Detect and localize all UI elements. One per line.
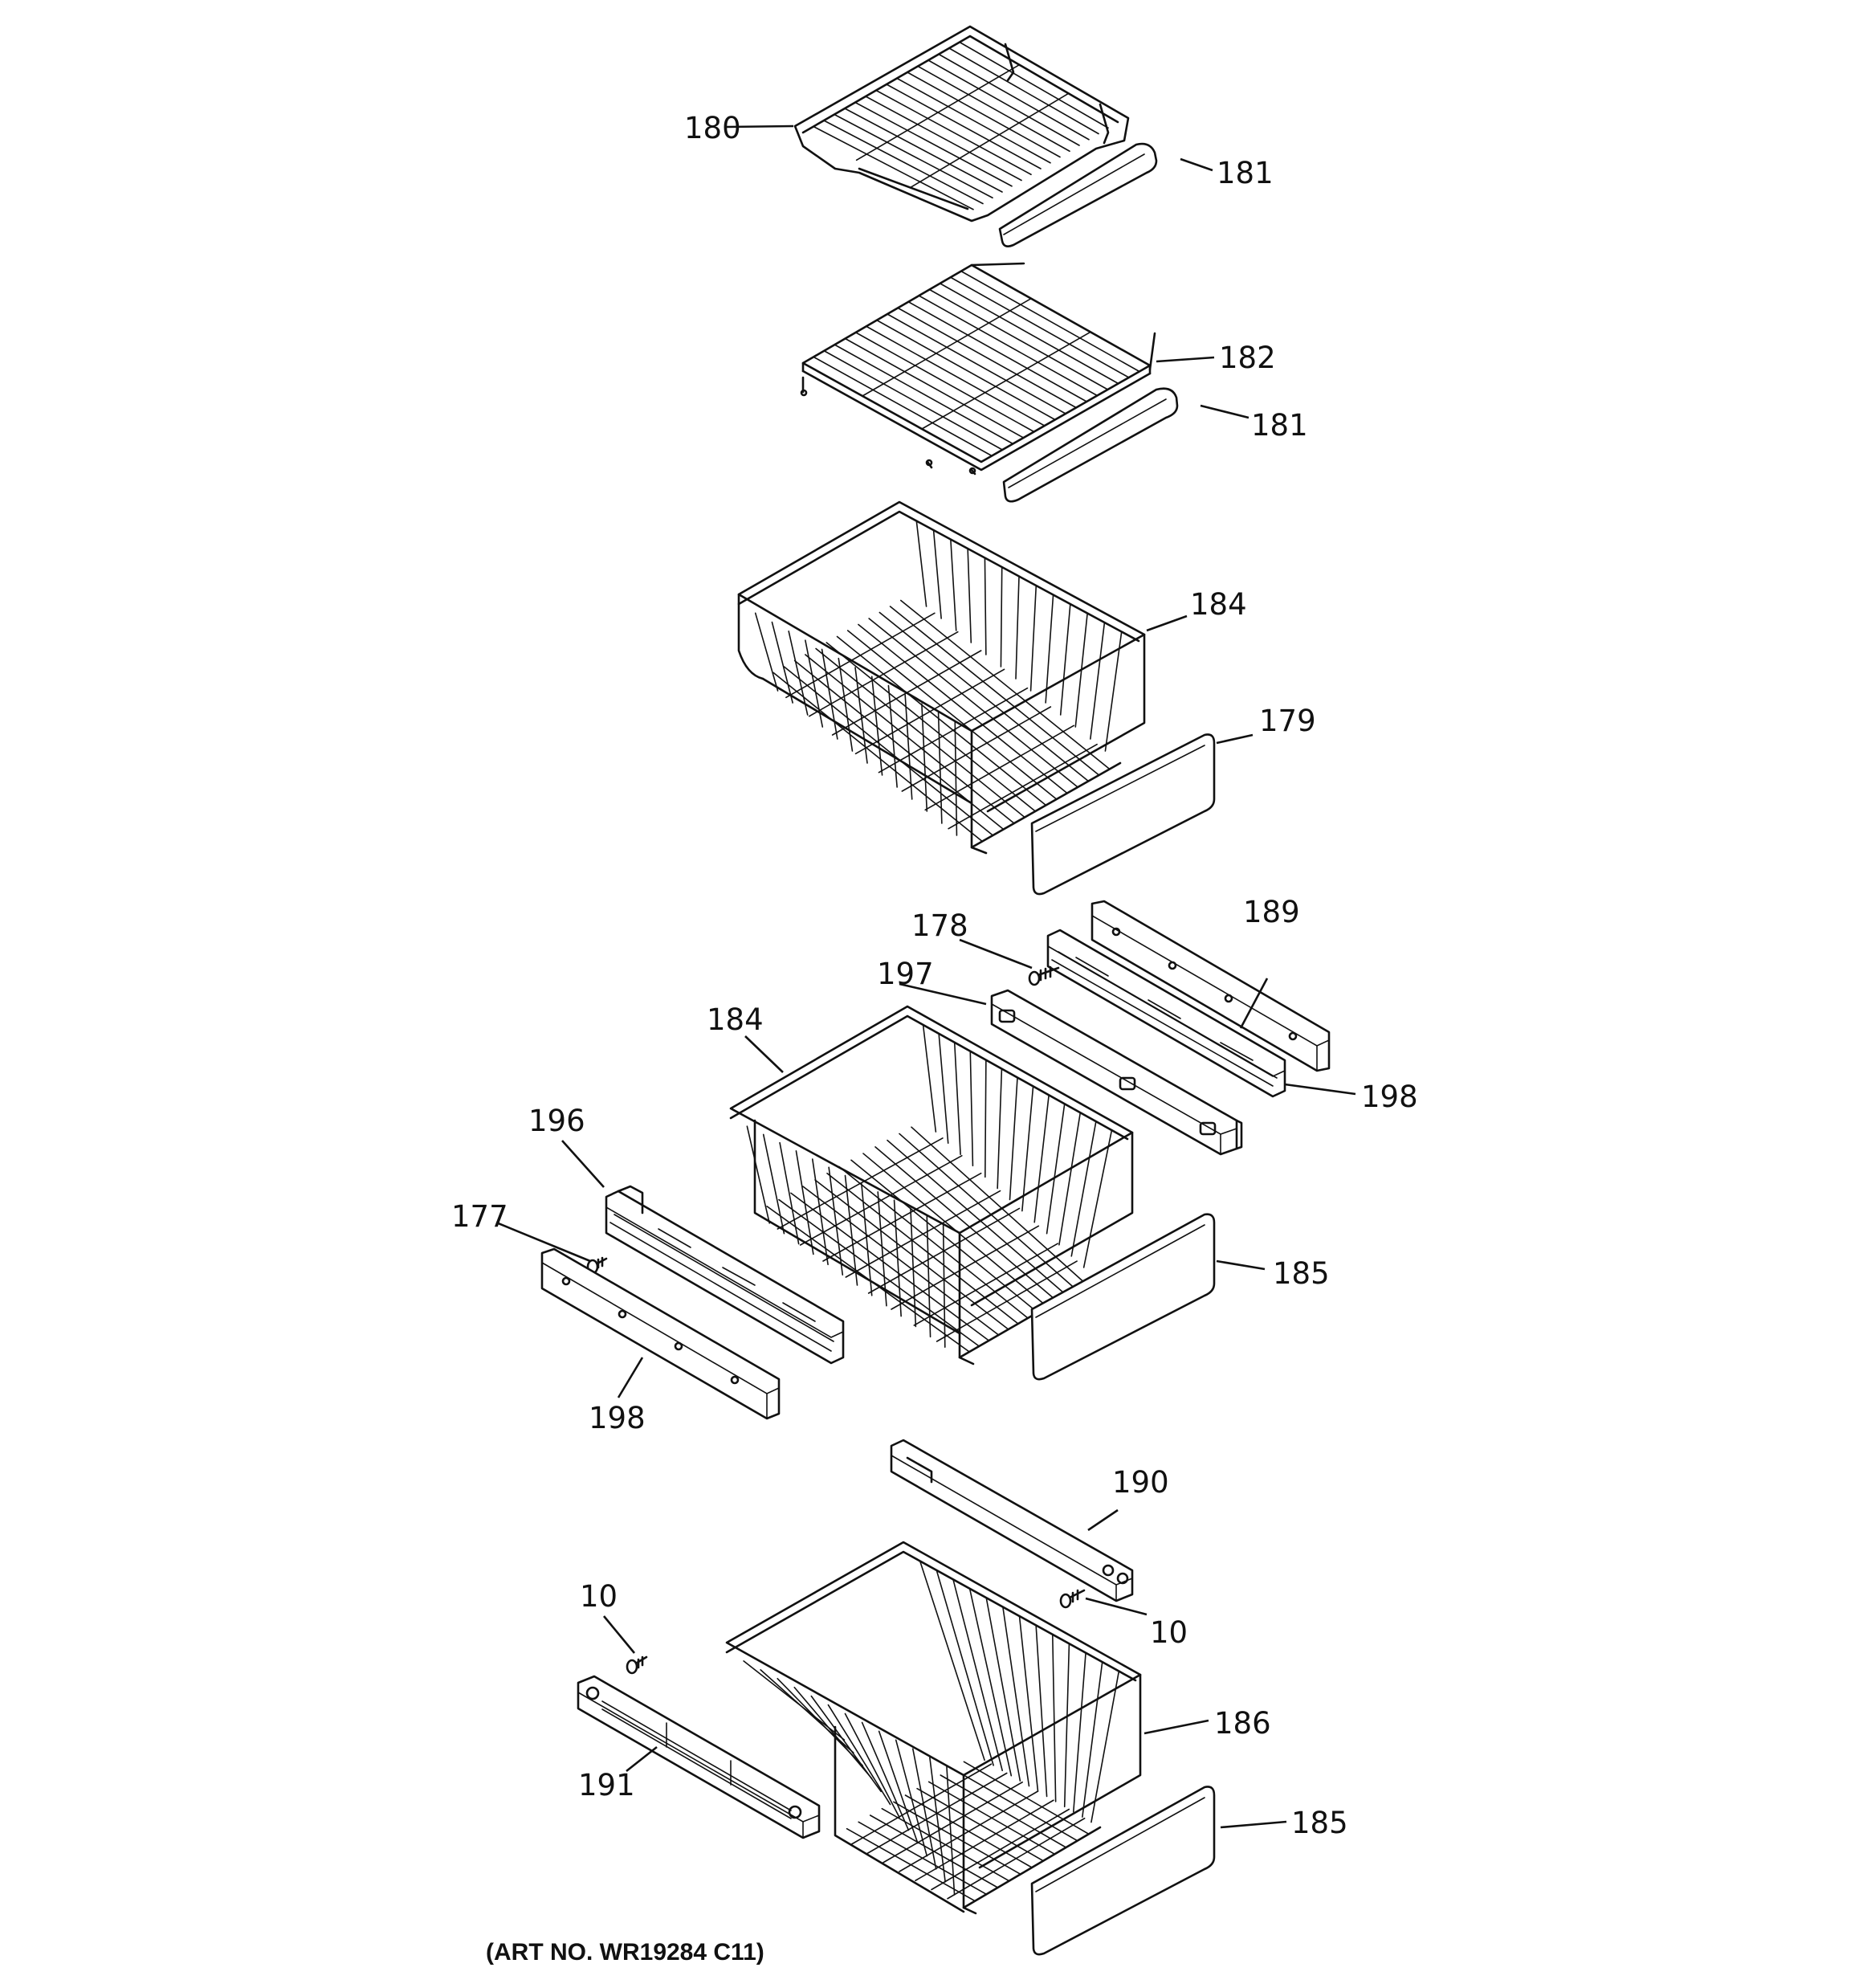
callout-185-lower: 185 bbox=[1291, 1806, 1348, 1840]
shelf-trim-181-lower bbox=[1002, 387, 1179, 503]
callout-196: 196 bbox=[528, 1104, 585, 1138]
wire-shelf-180 bbox=[793, 25, 1130, 222]
drawer-rail-189 bbox=[1090, 900, 1331, 1072]
art-number: (ART NO. WR19284 C11) bbox=[486, 1939, 764, 1966]
callout-178: 178 bbox=[911, 908, 968, 943]
callout-198-lower: 198 bbox=[589, 1401, 646, 1435]
callout-184-upper: 184 bbox=[1190, 587, 1247, 622]
bracket-197 bbox=[990, 989, 1243, 1156]
screw-178 bbox=[1028, 965, 1060, 986]
rear-rail-190 bbox=[890, 1439, 1134, 1602]
callout-190: 190 bbox=[1112, 1465, 1169, 1500]
wire-shelf-182 bbox=[800, 262, 1156, 476]
wire-basket-184-upper bbox=[737, 500, 1146, 855]
callout-180: 180 bbox=[684, 111, 741, 145]
callout-197: 197 bbox=[877, 957, 934, 991]
basket-front-185-lower bbox=[1030, 1786, 1216, 1956]
screw-10-right bbox=[1059, 1589, 1086, 1609]
screw-10-left bbox=[626, 1655, 648, 1675]
callout-177: 177 bbox=[451, 1199, 508, 1234]
callout-10-left: 10 bbox=[580, 1579, 618, 1614]
wire-basket-184-middle bbox=[729, 1005, 1134, 1365]
callout-185-middle: 185 bbox=[1273, 1256, 1330, 1291]
slide-rail-196 bbox=[605, 1185, 845, 1365]
leader-lines bbox=[495, 125, 1356, 1829]
basket-front-185-middle bbox=[1030, 1213, 1216, 1381]
shelf-trim-181-upper bbox=[998, 142, 1158, 247]
callout-182: 182 bbox=[1219, 341, 1276, 375]
front-rail-191 bbox=[577, 1675, 821, 1839]
basket-front-179 bbox=[1030, 733, 1216, 896]
slide-rail-198-upper bbox=[1046, 929, 1286, 1098]
slide-rail-198-lower bbox=[540, 1247, 781, 1420]
callout-179: 179 bbox=[1259, 704, 1316, 738]
callout-198-upper: 198 bbox=[1361, 1080, 1418, 1114]
callout-186: 186 bbox=[1214, 1706, 1271, 1741]
callout-10-right: 10 bbox=[1150, 1615, 1188, 1650]
callout-184-middle: 184 bbox=[707, 1002, 764, 1037]
callout-181-lower: 181 bbox=[1251, 408, 1308, 443]
callout-189: 189 bbox=[1243, 895, 1300, 929]
callout-181-upper: 181 bbox=[1217, 156, 1274, 190]
callout-191: 191 bbox=[578, 1768, 635, 1802]
wire-basket-186 bbox=[725, 1541, 1142, 1915]
